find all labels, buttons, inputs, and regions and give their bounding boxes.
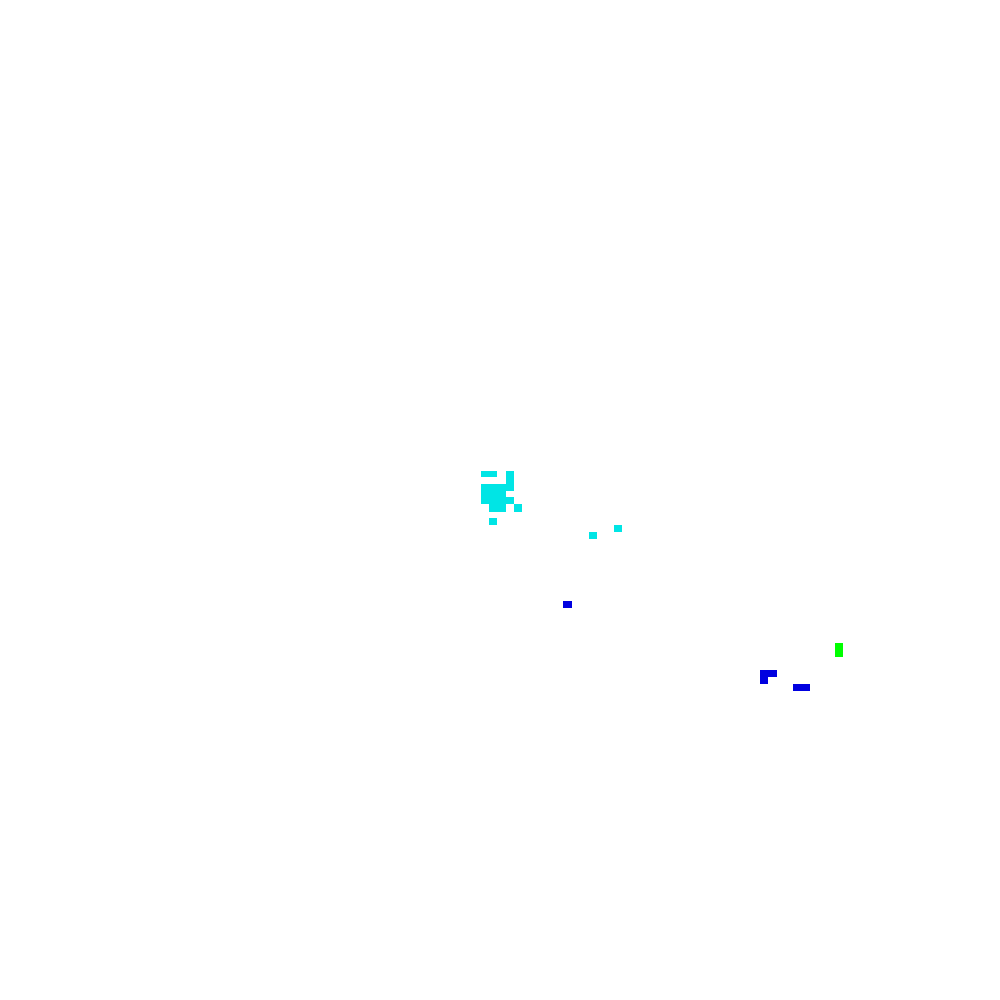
cyan-pixel xyxy=(506,497,514,504)
cyan-pixel xyxy=(489,518,497,525)
cyan-pixel xyxy=(481,484,506,504)
cyan-pixel xyxy=(514,504,522,512)
cyan-pixel xyxy=(589,532,597,539)
cyan-pixel xyxy=(506,479,514,491)
blue-pixel xyxy=(760,677,768,684)
green-pixel xyxy=(835,643,843,657)
cyan-pixel xyxy=(481,471,497,477)
blue-pixel xyxy=(760,670,777,677)
cyan-pixel xyxy=(614,525,622,532)
blue-pixel xyxy=(563,601,572,608)
blue-pixel xyxy=(793,684,810,691)
cyan-pixel xyxy=(489,504,506,512)
cyan-pixel xyxy=(506,471,514,479)
